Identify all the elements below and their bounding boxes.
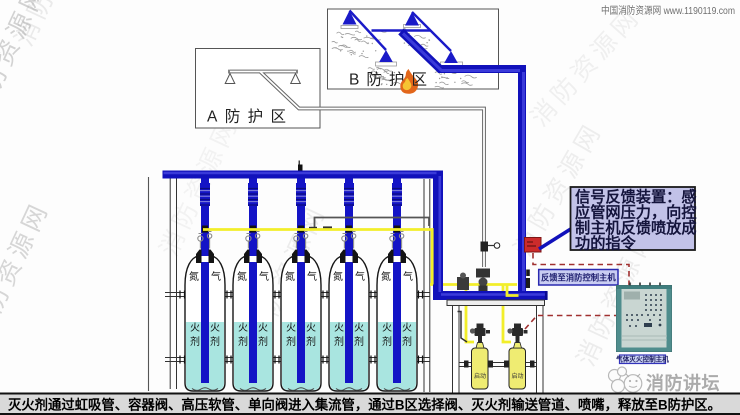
svg-text:剂: 剂 [238, 335, 248, 348]
svg-text:气: 气 [211, 270, 221, 283]
svg-text:剂: 剂 [190, 335, 200, 348]
svg-text:反馈至消防控制主机: 反馈至消防控制主机 [541, 273, 616, 283]
svg-text:剂: 剂 [258, 335, 268, 348]
svg-text:剂: 剂 [334, 335, 344, 348]
svg-text:启动: 启动 [474, 372, 486, 380]
svg-text:氮: 氮 [381, 270, 391, 283]
svg-text:剂: 剂 [382, 335, 392, 348]
svg-text:气: 气 [403, 270, 413, 283]
svg-text:气: 气 [259, 270, 269, 283]
svg-text:火: 火 [286, 322, 296, 334]
svg-text:火: 火 [402, 322, 412, 334]
svg-text:火: 火 [190, 322, 200, 334]
svg-text:气: 气 [355, 270, 365, 283]
svg-text:信号反馈装置：感: 信号反馈装置：感 [575, 188, 697, 206]
svg-text:火: 火 [306, 322, 316, 334]
svg-text:剂: 剂 [286, 335, 296, 348]
svg-text:应管网压力，向控: 应管网压力，向控 [575, 204, 697, 222]
svg-text:火: 火 [258, 322, 268, 334]
svg-text:功的指令: 功的指令 [575, 235, 637, 253]
svg-text:制主机反馈喷放成: 制主机反馈喷放成 [575, 219, 697, 237]
svg-text:消防讲坛: 消防讲坛 [646, 373, 720, 394]
svg-text:启动: 启动 [511, 372, 523, 380]
svg-text:火: 火 [382, 322, 392, 334]
svg-text:火: 火 [334, 322, 344, 334]
svg-text:灭火剂通过虹吸管、容器阀、高压软管、单向阀进入集流管，通过B: 灭火剂通过虹吸管、容器阀、高压软管、单向阀进入集流管，通过B区选择阀、灭火剂输送… [7, 397, 721, 413]
svg-text:剂: 剂 [210, 335, 220, 348]
svg-text:火: 火 [354, 322, 364, 334]
svg-text:中国消防资源网 www.1190119.com: 中国消防资源网 www.1190119.com [601, 4, 735, 17]
svg-text:火: 火 [238, 322, 248, 334]
svg-text:火: 火 [210, 322, 220, 334]
svg-text:氮: 氮 [237, 270, 247, 283]
svg-text:氮: 氮 [333, 270, 343, 283]
svg-text:剂: 剂 [354, 335, 364, 348]
svg-text:剂: 剂 [306, 335, 316, 348]
svg-text:氮: 氮 [285, 270, 295, 283]
svg-text:剂: 剂 [402, 335, 412, 348]
svg-text:氮: 氮 [189, 270, 199, 283]
svg-text:气: 气 [307, 270, 317, 283]
svg-text:气体灭火控制主机: 气体灭火控制主机 [615, 355, 669, 364]
